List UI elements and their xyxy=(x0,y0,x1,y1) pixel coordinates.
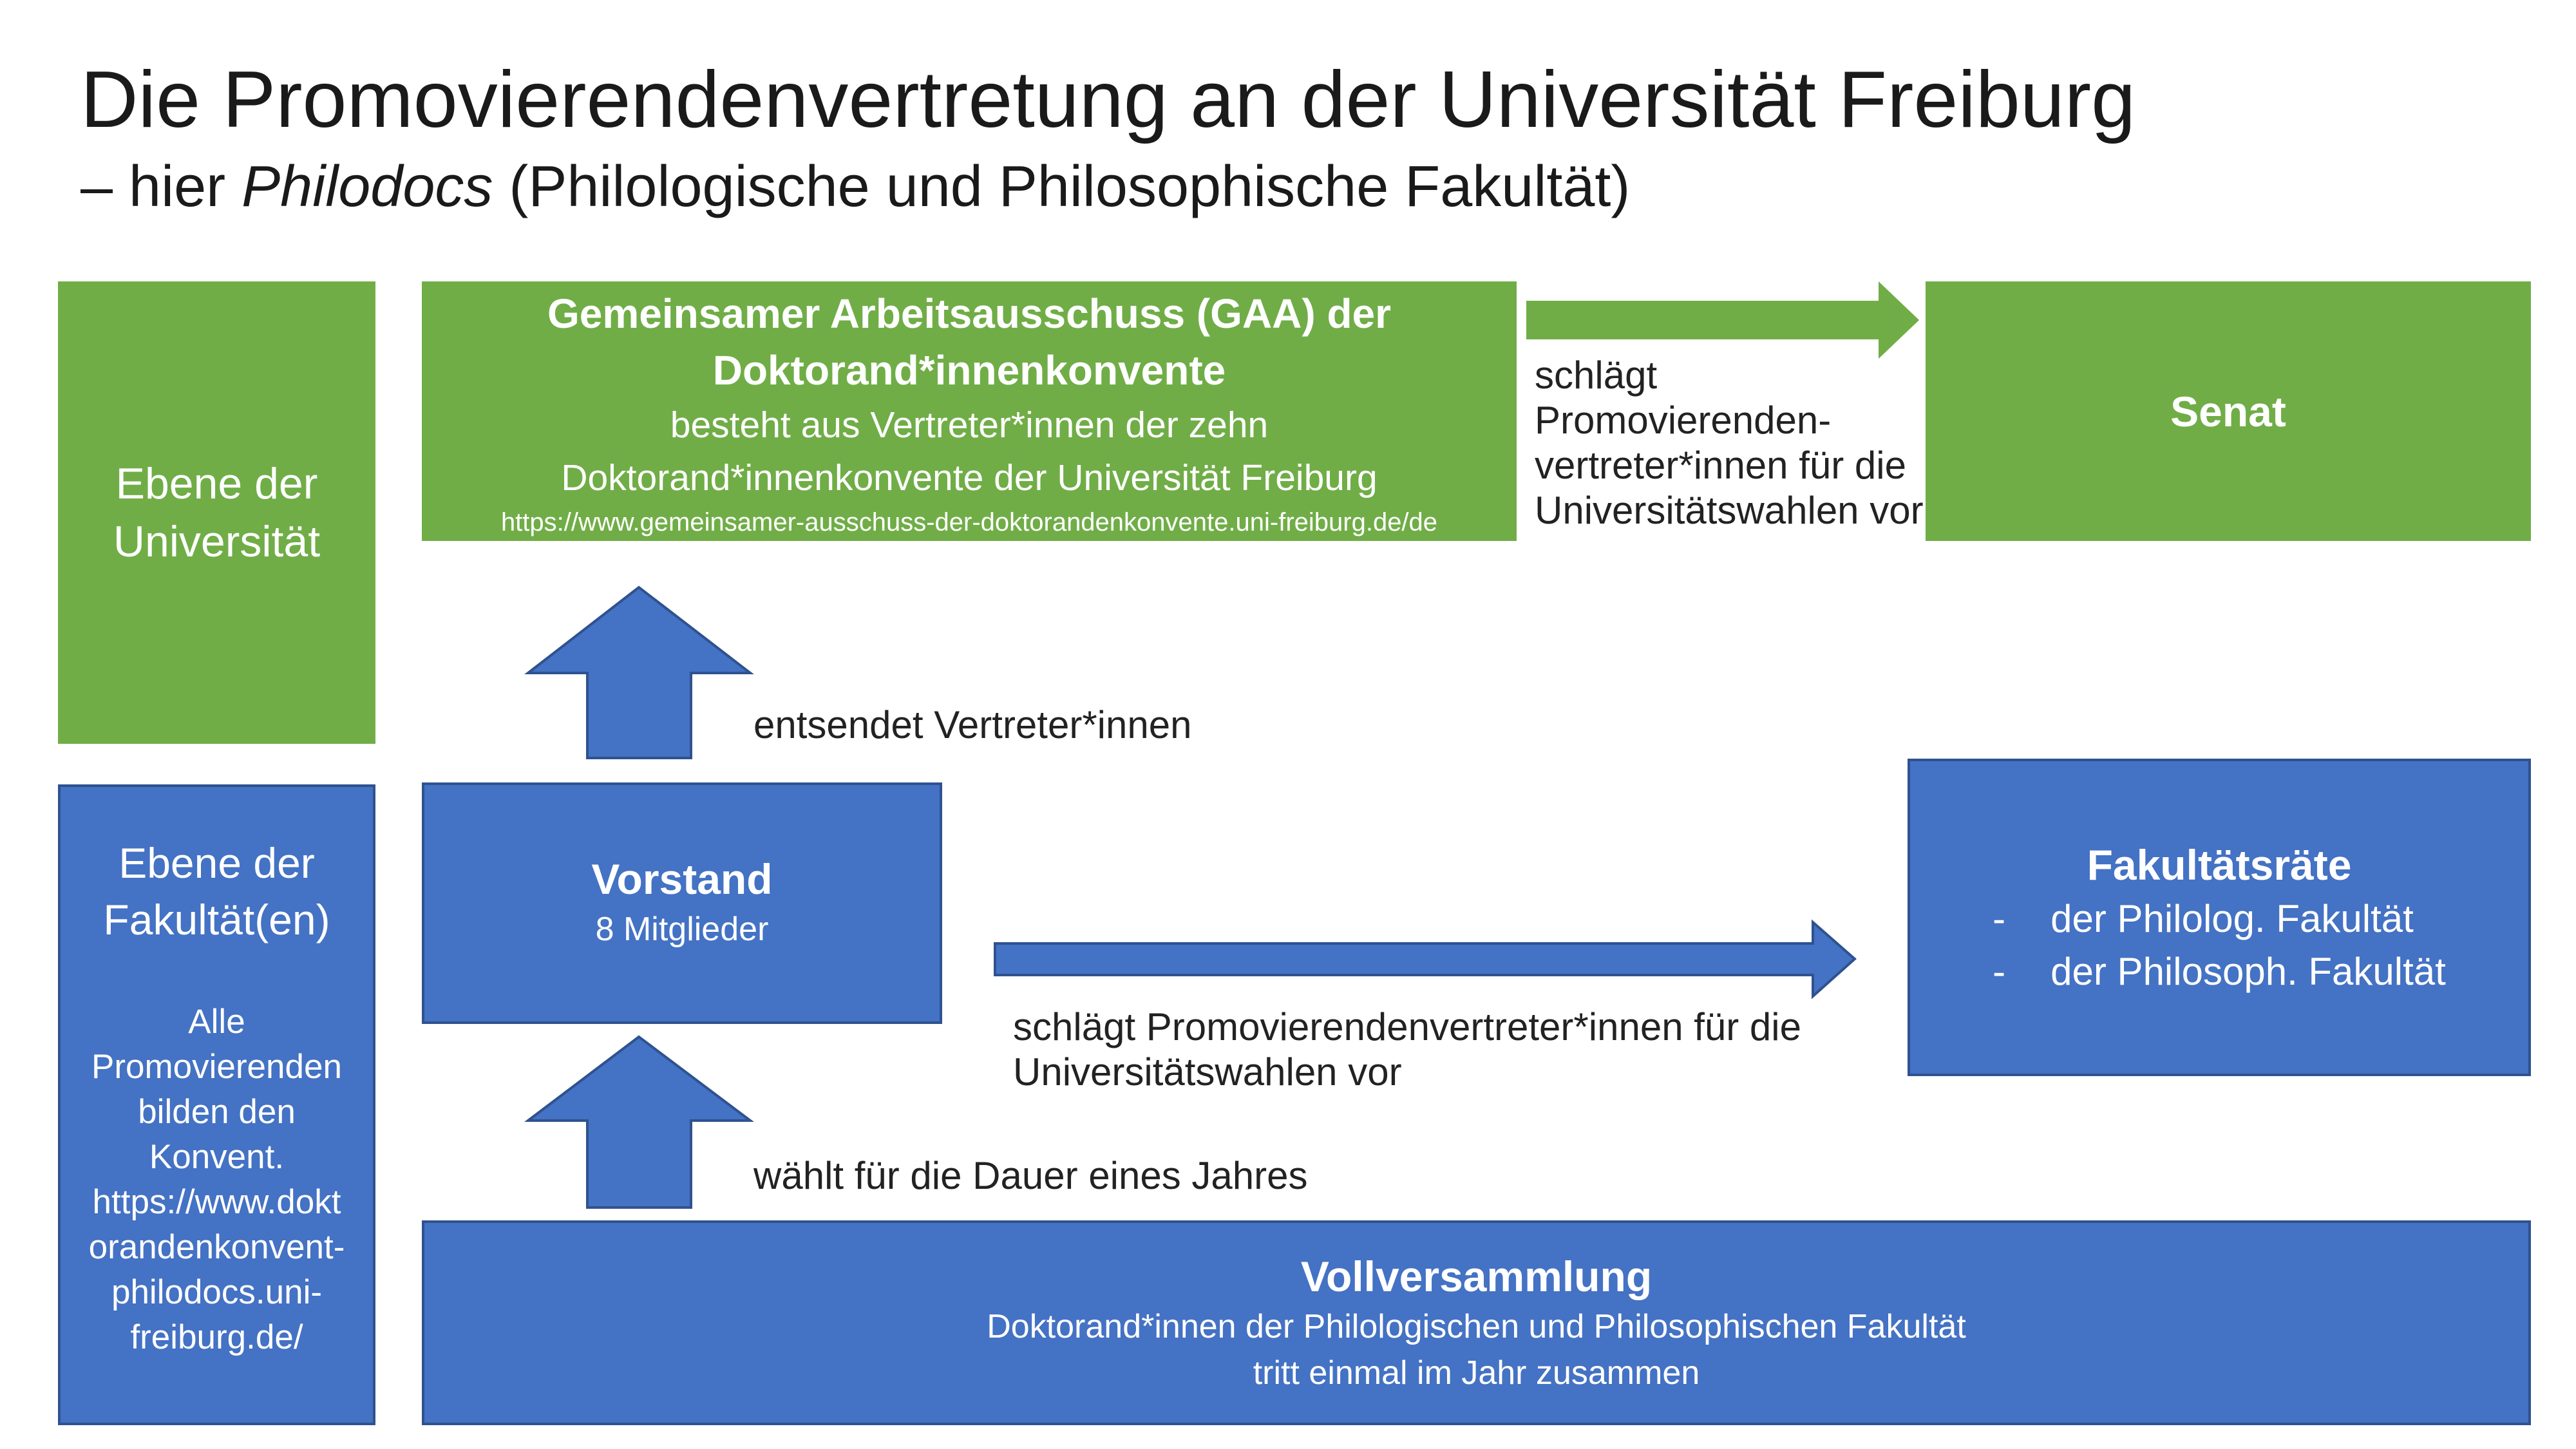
list-item: - der Philosoph. Fakultät xyxy=(1993,945,2446,998)
faculty-text-line3: bilden den xyxy=(138,1093,296,1131)
senat-box: Senat xyxy=(1926,281,2531,541)
gaa-url: https://www.gemeinsamer-ausschuss-der-do… xyxy=(500,507,1438,536)
level-faculty-text: Alle Promovierenden bilden den Konvent. … xyxy=(89,999,345,1360)
gaa-desc-line2: Doktorand*innenkonvente der Universität … xyxy=(561,457,1378,498)
gaa-title-line1: Gemeinsamer Arbeitsausschuss (GAA) der xyxy=(547,290,1392,337)
label-to-senat-line3: vertreter*innen für die xyxy=(1535,444,1906,487)
level-university-line2: Universität xyxy=(113,517,321,566)
vollversammlung-box: Vollversammlung Doktorand*innen der Phil… xyxy=(422,1220,2531,1425)
fakultaetsraete-list: - der Philolog. Fakultät - der Philosoph… xyxy=(1993,893,2446,998)
fakultaetsraete-box: Fakultätsräte - der Philolog. Fakultät -… xyxy=(1908,759,2531,1076)
faculty-text-line7: philodocs.uni- xyxy=(111,1273,323,1311)
level-university-line1: Ebene der xyxy=(115,459,318,508)
level-university-box: Ebene der Universität xyxy=(58,281,375,744)
label-waehlt: wählt für die Dauer eines Jahres xyxy=(753,1154,1308,1197)
vollversammlung-line1: Doktorand*innen der Philologischen und P… xyxy=(987,1308,1966,1345)
label-to-senat-line2: Promovierenden- xyxy=(1535,399,1832,442)
gaa-title-line2: Doktorand*innenkonvente xyxy=(712,346,1226,393)
level-faculty-box: Ebene der Fakultät(en) Alle Promovierend… xyxy=(58,784,375,1425)
fakultaetsraete-title: Fakultätsräte xyxy=(2087,840,2352,889)
faculty-text-line1: Alle xyxy=(188,1003,245,1041)
vorstand-title: Vorstand xyxy=(591,855,773,903)
list-item-text: der Philolog. Fakultät xyxy=(2050,896,2414,940)
page-title: Die Promovierendenvertretung an der Univ… xyxy=(80,55,2136,144)
level-faculty-line2: Fakultät(en) xyxy=(103,896,330,943)
vollversammlung-title: Vollversammlung xyxy=(1300,1253,1653,1300)
subtitle-suffix: (Philologische und Philosophische Fakult… xyxy=(493,155,1631,219)
page-subtitle: – hier Philodocs (Philologische und Phil… xyxy=(80,148,1630,225)
vorstand-box: Vorstand 8 Mitglieder xyxy=(422,782,942,1024)
list-item-text: der Philosoph. Fakultät xyxy=(2050,949,2446,993)
label-entsendet: entsendet Vertreter*innen xyxy=(753,703,1192,746)
gaa-desc-line1: besteht aus Vertreter*innen der zehn xyxy=(670,404,1269,446)
faculty-text-line6: orandenkonvent- xyxy=(88,1228,345,1266)
subtitle-emphasis: Philodocs xyxy=(242,155,493,219)
faculty-text-line4: Konvent. xyxy=(149,1138,285,1176)
list-item: - der Philolog. Fakultät xyxy=(1993,893,2414,945)
arrow-vorstand-to-fakultaetsraete xyxy=(994,919,1857,999)
subtitle-prefix: – hier xyxy=(80,155,242,219)
list-dash: - xyxy=(1993,949,2006,993)
label-to-senat-line4: Universitätswahlen vor xyxy=(1535,489,1924,532)
arrow-vorstand-to-gaa xyxy=(524,585,754,759)
vollversammlung-line2: tritt einmal im Jahr zusammen xyxy=(1253,1354,1700,1392)
arrow-gaa-to-senat xyxy=(1526,281,1919,359)
faculty-text-line8: freiburg.de/ xyxy=(130,1318,303,1356)
senat-title: Senat xyxy=(2170,387,2286,435)
vorstand-subtitle: 8 Mitglieder xyxy=(595,910,769,948)
arrow-vollversammlung-to-vorstand xyxy=(524,1035,754,1209)
label-to-senat: schlägt Promovierenden- vertreter*innen … xyxy=(1535,353,1924,533)
label-to-fakultaet-line1: schlägt Promovierendenvertreter*innen fü… xyxy=(1013,1005,1801,1048)
faculty-text-line2: Promovierenden xyxy=(91,1048,342,1086)
label-to-senat-line1: schlägt xyxy=(1535,354,1658,397)
label-to-fakultaet: schlägt Promovierendenvertreter*innen fü… xyxy=(1013,1005,1801,1095)
list-dash: - xyxy=(1993,896,2006,940)
faculty-text-line5: https://www.dokt xyxy=(92,1183,341,1221)
label-to-fakultaet-line2: Universitätswahlen vor xyxy=(1013,1050,1402,1094)
gaa-box: Gemeinsamer Arbeitsausschuss (GAA) der D… xyxy=(422,281,1517,541)
level-faculty-line1: Ebene der xyxy=(118,839,315,887)
